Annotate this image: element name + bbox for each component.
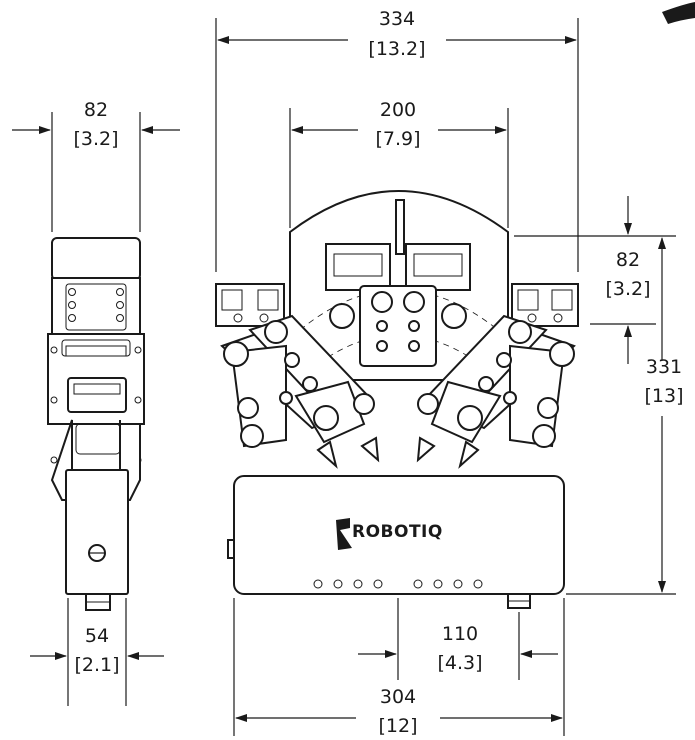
gripper-base — [233, 475, 565, 595]
overall-height-value: 331 — [646, 356, 682, 378]
overall-width-inches: [13.2] — [368, 38, 425, 60]
top-offset-value: 82 — [616, 249, 640, 271]
finger-spacing-inches: [7.9] — [375, 128, 420, 150]
overall-width-value: 334 — [379, 8, 415, 30]
dim-overall-width: 334 [13.2] — [215, 8, 579, 272]
dim-finger-spacing: 200 [7.9] — [289, 99, 509, 228]
front-view: ROBOTIQ — [215, 190, 579, 609]
top-offset-inches: [3.2] — [605, 278, 650, 300]
base-width-value: 304 — [380, 686, 416, 708]
dim-side-depth: 82 [3.2] — [12, 99, 180, 232]
dim-top-offset: 82 [3.2] — [514, 196, 676, 364]
dim-base-width: 304 [12] — [233, 598, 565, 737]
overall-height-inches: [13] — [644, 385, 683, 407]
dim-side-base-width: 54 [2.1] — [30, 598, 164, 706]
corner-fragment — [662, 2, 695, 24]
dim-connector-offset: 110 [4.3] — [358, 598, 558, 680]
side-base-width-value: 54 — [85, 625, 109, 647]
side-depth-inches: [3.2] — [73, 128, 118, 150]
finger-spacing-value: 200 — [380, 99, 416, 121]
side-depth-value: 82 — [84, 99, 108, 121]
connector-offset-inches: [4.3] — [437, 652, 482, 674]
robotiq-logo: ROBOTIQ — [336, 518, 443, 550]
led-indicators — [313, 579, 483, 589]
dim-overall-height: 331 [13] — [566, 237, 684, 595]
connector-offset-value: 110 — [442, 623, 478, 645]
svg-text:ROBOTIQ: ROBOTIQ — [352, 522, 443, 542]
side-base-width-inches: [2.1] — [74, 654, 119, 676]
side-view — [47, 237, 145, 611]
base-width-inches: [12] — [378, 715, 417, 737]
